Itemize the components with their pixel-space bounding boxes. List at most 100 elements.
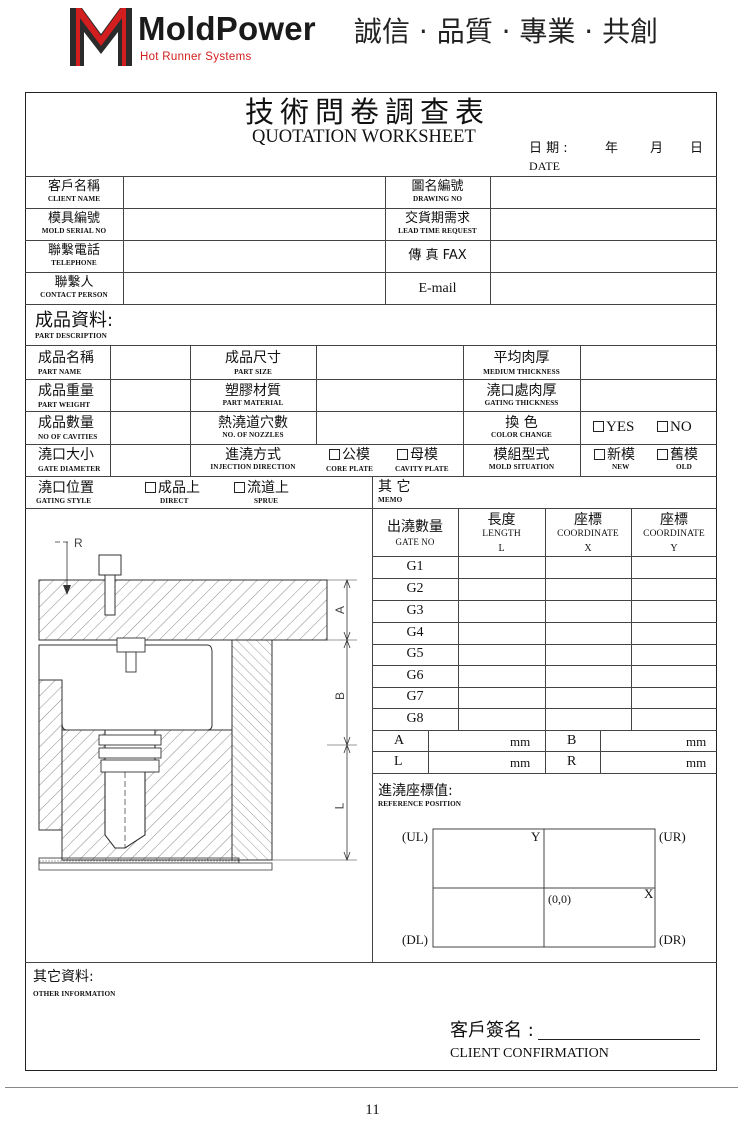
gating-thickness-label-en: GATING THICKNESS — [484, 399, 559, 407]
old-mold-label: 舊模 — [670, 447, 698, 463]
old-mold-checkbox[interactable] — [657, 449, 668, 460]
table-row: G4 — [406, 625, 424, 640]
other-info-label-en: OTHER INFORMATION — [33, 990, 116, 998]
mold-serial-label: 模具編號 — [47, 211, 100, 226]
gating-thickness-label: 澆口處肉厚 — [486, 383, 557, 399]
ref-lower-right: (DR) — [659, 932, 686, 947]
telephone-label-en: TELEPHONE — [51, 259, 97, 267]
dim-a-unit: mm — [510, 734, 531, 749]
client-confirmation-label: CLIENT CONFIRMATION — [450, 1046, 609, 1061]
date-month: 月 — [650, 141, 664, 156]
drawing-no-label: 圖名編號 — [411, 179, 464, 194]
contact-person-field[interactable] — [128, 280, 383, 300]
contact-person-label: 聯繫人 — [54, 275, 94, 290]
form-frame — [25, 92, 717, 1071]
cavity-plate-checkbox[interactable] — [397, 449, 408, 460]
color-change-no-option[interactable]: NO — [657, 420, 692, 435]
mold-serial-label-en: MOLD SERIAL NO — [41, 227, 107, 235]
telephone-field[interactable] — [128, 248, 383, 268]
dim-l-label: L — [394, 754, 403, 769]
dim-r-label: R — [567, 754, 577, 769]
sprue-label: 流道上 — [247, 480, 289, 496]
page-number: 11 — [365, 1102, 380, 1118]
date-day: 日 — [690, 141, 704, 156]
fax-field[interactable] — [494, 248, 714, 268]
coordinate-x-header: 座標 — [574, 512, 602, 528]
new-mold-label-en: NEW — [612, 463, 630, 471]
sprue-checkbox[interactable] — [234, 482, 245, 493]
dim-a-label: A — [394, 733, 405, 748]
part-size-label: 成品尺寸 — [225, 350, 281, 366]
gate-diameter-label-en: GATE DIAMETER — [38, 465, 101, 473]
reference-position-label-en: REFERENCE POSITION — [378, 800, 462, 808]
memo-label-en: MEMO — [378, 496, 403, 504]
old-mold-label-en: OLD — [676, 463, 692, 471]
drawing-a-label: A — [333, 605, 348, 615]
ref-axis-x: X — [644, 886, 654, 901]
gate-diameter-label: 澆口大小 — [38, 447, 94, 463]
gating-style-label: 澆口位置 — [38, 480, 94, 496]
injection-direction-label-en: INJECTION DIRECTION — [210, 463, 296, 471]
color-change-label-en: COLOR CHANGE — [491, 431, 552, 439]
color-change-yes-option[interactable]: YES — [593, 420, 634, 435]
length-header-en: LENGTH — [482, 529, 521, 539]
core-plate-checkbox[interactable] — [329, 449, 340, 460]
nozzles-label: 熱澆道穴數 — [218, 415, 288, 431]
drawing-r-label: R — [74, 536, 83, 550]
table-row: G1 — [406, 559, 424, 574]
sprue-label-en: SPRUE — [254, 497, 279, 505]
part-name-label: 成品名稱 — [38, 350, 94, 366]
ref-upper-right: (UR) — [659, 829, 686, 844]
ref-origin: (0,0) — [548, 892, 571, 906]
cavity-plate-option[interactable]: 母模 — [397, 448, 438, 462]
drawing-no-field[interactable] — [494, 184, 714, 204]
fax-label: 傳 真 FAX — [408, 248, 467, 263]
no-label: NO — [670, 419, 692, 435]
lead-time-field[interactable] — [494, 216, 714, 236]
mold-serial-field[interactable] — [128, 216, 383, 236]
gate-no-header: 出澆數量 — [387, 519, 443, 535]
coordinate-y-symbol: Y — [670, 543, 678, 554]
email-field[interactable] — [494, 280, 714, 300]
brand-tagline: Hot Runner Systems — [140, 51, 252, 63]
part-size-label-en: PART SIZE — [234, 368, 272, 376]
new-mold-checkbox[interactable] — [594, 449, 605, 460]
old-mold-option[interactable]: 舊模 — [657, 448, 698, 462]
medium-thickness-label-en: MEDIUM THICKNESS — [483, 368, 560, 376]
memo-label: 其 它 — [378, 479, 411, 495]
no-checkbox[interactable] — [657, 421, 668, 432]
mold-situation-label: 模組型式 — [493, 447, 550, 463]
telephone-label: 聯繫電話 — [47, 243, 100, 258]
yes-checkbox[interactable] — [593, 421, 604, 432]
slogan: 誠信 · 品質 · 專業 · 共創 — [354, 15, 659, 48]
client-name-label: 客戶名稱 — [47, 179, 100, 194]
direct-label-en: DIRECT — [160, 497, 189, 505]
table-row: G5 — [406, 646, 424, 661]
lead-time-label: 交貨期需求 — [404, 211, 470, 226]
medium-thickness-label: 平均肉厚 — [493, 350, 550, 366]
ref-upper-left: (UL) — [402, 829, 428, 844]
part-weight-label: 成品重量 — [38, 383, 94, 399]
dim-b-unit: mm — [686, 734, 707, 749]
nozzles-label-en: NO. OF NOZZLES — [222, 431, 284, 439]
reference-grid — [432, 828, 656, 948]
client-name-field[interactable] — [128, 184, 383, 204]
sprue-option[interactable]: 流道上 — [234, 481, 289, 495]
cavities-label: 成品數量 — [38, 415, 94, 431]
table-row: G7 — [406, 689, 424, 704]
ref-axis-y: Y — [531, 829, 541, 844]
length-symbol: L — [498, 543, 505, 554]
core-plate-label: 公模 — [342, 447, 370, 463]
footer-rule — [5, 1087, 738, 1088]
coordinate-y-header: 座標 — [660, 512, 688, 528]
direct-checkbox[interactable] — [145, 482, 156, 493]
direct-option[interactable]: 成品上 — [145, 481, 200, 495]
new-mold-option[interactable]: 新模 — [594, 448, 635, 462]
core-plate-option[interactable]: 公模 — [329, 448, 370, 462]
part-weight-label-en: PART WEIGHT — [38, 401, 91, 409]
signature-line[interactable] — [538, 1039, 700, 1040]
part-material-label: 塑膠材質 — [225, 383, 281, 399]
coordinate-y-header-en: COORDINATE — [643, 529, 705, 539]
drawing-l-label: L — [332, 802, 347, 810]
brand-name: MoldPower — [138, 10, 316, 47]
